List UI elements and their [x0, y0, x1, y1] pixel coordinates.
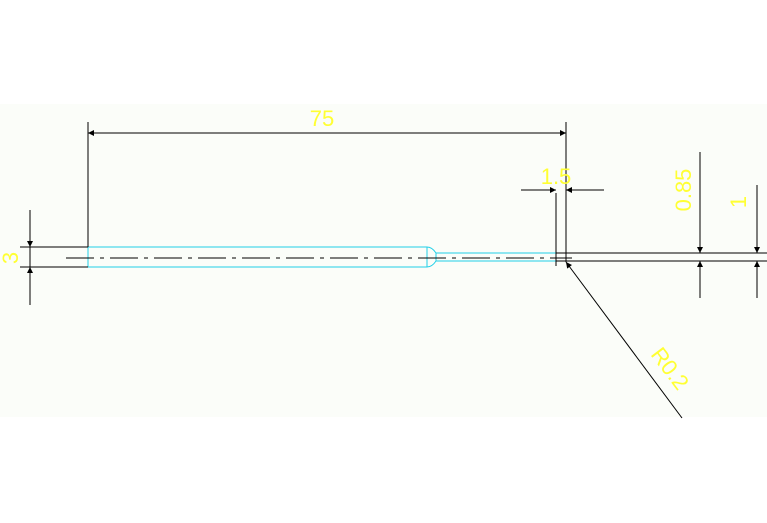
dimension-1-5	[521, 187, 604, 248]
dimension-r0-2	[565, 261, 683, 419]
dimension-3-label: 3	[0, 252, 23, 264]
dimension-1-5-label: 1.5	[541, 164, 572, 189]
dimension-0-85-label: 0.85	[671, 169, 696, 212]
dimension-75-label: 75	[310, 106, 334, 131]
dimension-1-label: 1	[726, 196, 751, 208]
part-outline	[87, 246, 556, 268]
